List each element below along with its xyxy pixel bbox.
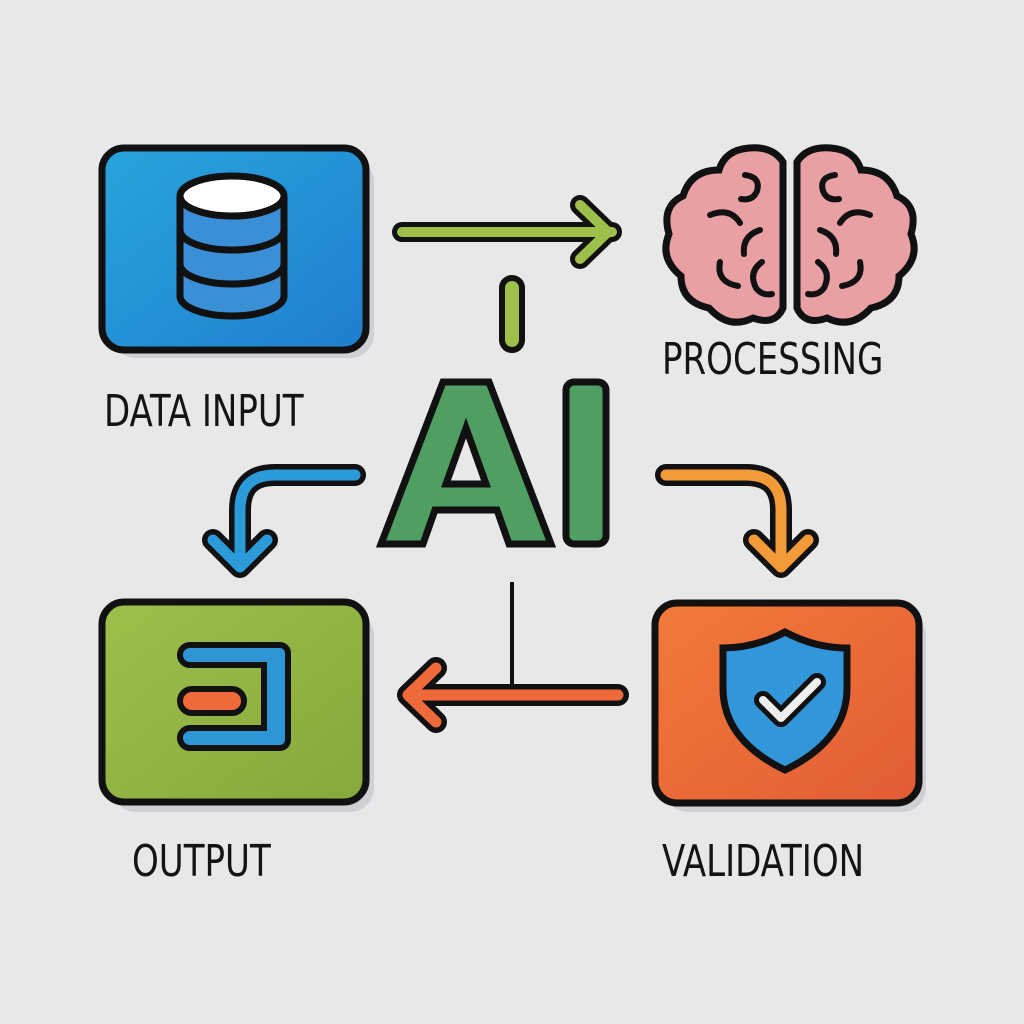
output-node <box>98 598 374 812</box>
output-bracket-icon <box>177 642 291 751</box>
arrow-validation-to-output <box>397 657 629 733</box>
database-icon <box>176 172 288 320</box>
arrow-datainput-to-processing <box>392 195 622 269</box>
brain-icon <box>662 144 918 326</box>
arrow-processing-to-validation <box>655 464 819 578</box>
arrow-center-to-output <box>202 464 366 578</box>
output-label: OUTPUT <box>132 836 271 887</box>
connector-bar <box>499 275 525 353</box>
processing-label: PROCESSING <box>662 334 884 385</box>
data-input-label: DATA INPUT <box>104 386 304 437</box>
validation-node <box>651 599 926 812</box>
ai-center-logo <box>375 378 610 548</box>
shield-check-icon <box>719 628 851 774</box>
data-input-node <box>98 144 374 358</box>
validation-label: VALIDATION <box>662 836 865 887</box>
